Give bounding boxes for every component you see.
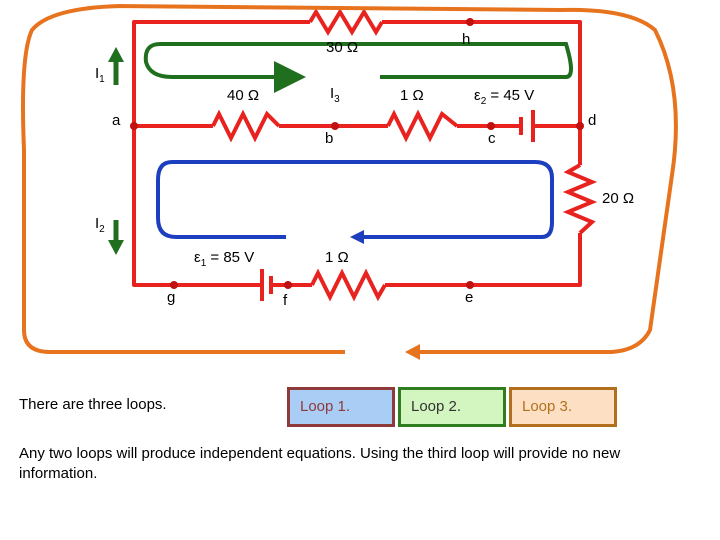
top-wire-right (382, 20, 582, 165)
loop3-label: Loop 3. (522, 398, 573, 415)
node-f-dot (284, 281, 292, 289)
node-g-dot (170, 281, 178, 289)
bottom-wire-right (385, 233, 582, 287)
node-e-dot (466, 281, 474, 289)
node-b-label: b (325, 130, 333, 147)
node-d-dot (576, 122, 584, 130)
node-a-label: a (112, 112, 121, 129)
node-h-label: h (462, 31, 470, 48)
label-30-ohm: 30 Ω (326, 39, 358, 56)
top-wire (132, 20, 310, 126)
resistor-1-top (386, 109, 459, 143)
node-b-dot (331, 122, 339, 130)
loop2-path (156, 160, 554, 239)
three-loops-note: There are three loops. (19, 396, 167, 413)
node-e-label: e (465, 289, 473, 306)
node-h-dot (466, 18, 474, 26)
loop2-label: Loop 2. (411, 398, 462, 415)
label-emf1: ε1 = 85 V (194, 249, 254, 269)
explanation-text: Any two loops will produce independent e… (19, 445, 621, 482)
node-c-dot (487, 122, 495, 130)
label-emf2: ε2 = 45 V (474, 87, 534, 107)
resistor-40 (211, 109, 281, 143)
loop2-arrowhead (350, 230, 364, 244)
resistor-30 (308, 8, 384, 36)
loop3-box: Loop 3. (509, 387, 617, 427)
label-40-ohm: 40 Ω (227, 87, 259, 104)
label-i1: I1 (95, 65, 105, 85)
node-d-label: d (588, 112, 596, 129)
loop1-box: Loop 1. (287, 387, 395, 427)
loop3-arrowhead (405, 344, 420, 360)
label-20-ohm: 20 Ω (602, 190, 634, 207)
node-f-label: f (283, 292, 288, 309)
i1-arrowhead (108, 47, 124, 62)
label-i3: I3 (330, 85, 340, 105)
loop3-path (21, 3, 678, 354)
label-1-ohm-top: 1 Ω (400, 87, 424, 104)
resistor-20 (562, 163, 598, 235)
loop2-box: Loop 2. (398, 387, 506, 427)
node-g-label: g (167, 289, 175, 306)
loop1-label: Loop 1. (300, 398, 351, 415)
node-a-dot (130, 122, 138, 130)
left-wire (132, 126, 262, 287)
label-1-ohm-bottom: 1 Ω (325, 249, 349, 266)
i2-arrowhead (108, 240, 124, 255)
node-c-label: c (488, 130, 496, 147)
loop1-path (143, 42, 573, 93)
label-i2: I2 (95, 215, 105, 235)
resistor-1-bottom (310, 268, 387, 302)
